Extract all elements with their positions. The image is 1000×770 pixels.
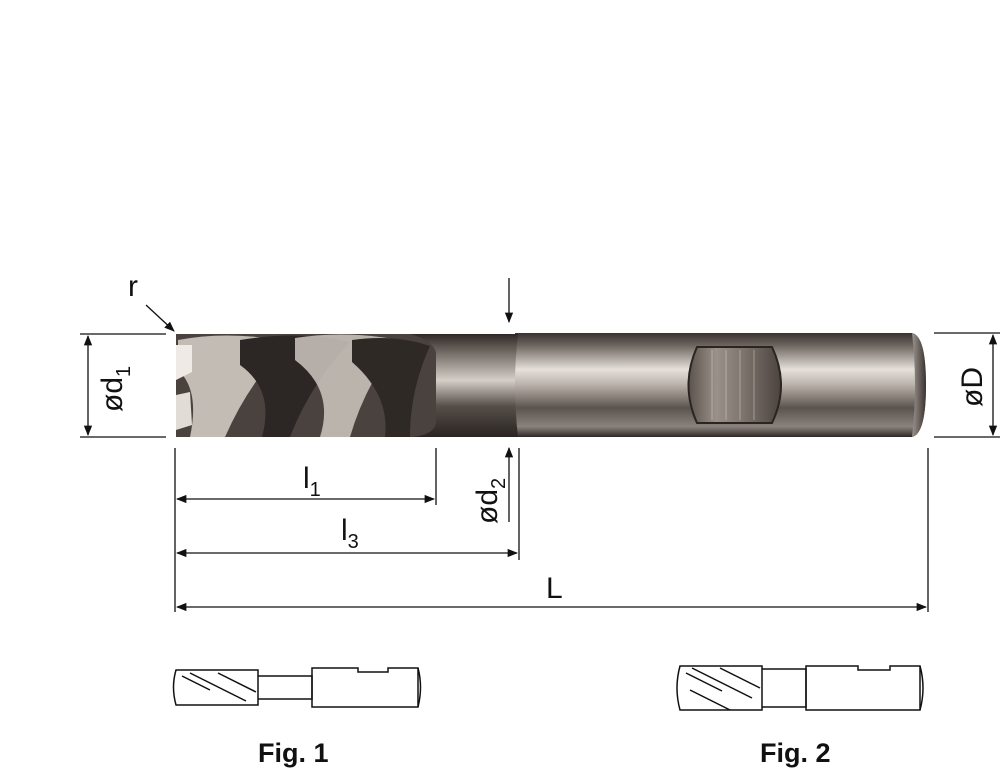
end-mill-body (176, 333, 926, 437)
svg-text:øD: øD (956, 367, 989, 407)
fig2-label: Fig. 2 (760, 738, 831, 768)
l3-label: l3 (341, 514, 359, 553)
fig2-schematic (676, 665, 924, 711)
radius-label: r (128, 270, 138, 303)
d2-label: ød2 (471, 478, 510, 524)
svg-text:ød2: ød2 (471, 478, 510, 524)
dimension-lines (80, 278, 1000, 612)
fig1-label: Fig. 1 (258, 738, 329, 768)
fig1-schematic (172, 667, 422, 708)
l1-label: l1 (303, 462, 321, 501)
svg-text:ød1: ød1 (96, 366, 135, 412)
d1-label: ød1 (96, 366, 135, 412)
L-label: L (546, 572, 563, 605)
D-label: øD (956, 367, 989, 407)
radius-leader (145, 304, 175, 332)
